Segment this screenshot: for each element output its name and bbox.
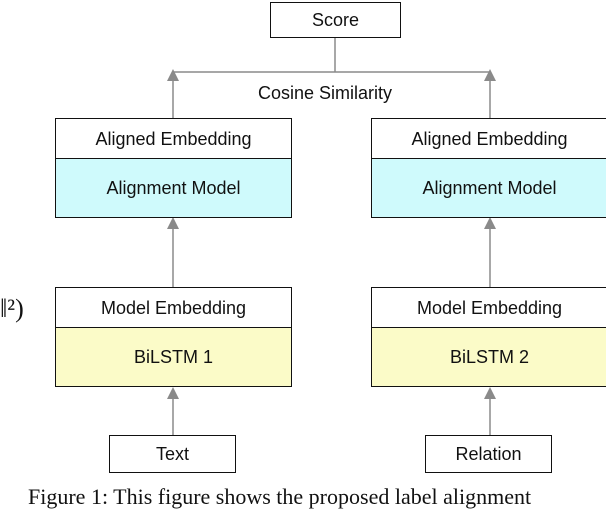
cut-formula-fragment: ‖²) — [0, 294, 24, 323]
right-model-embedding-box: Model Embedding — [371, 287, 606, 329]
left-aligned-embedding-box: Aligned Embedding — [55, 118, 292, 160]
figure-caption: Figure 1: This figure shows the proposed… — [28, 484, 532, 509]
text-input-box: Text — [109, 435, 236, 473]
right-bilstm-box: BiLSTM 2 — [371, 327, 606, 387]
right-alignment-model-box: Alignment Model — [371, 158, 606, 218]
left-model-embedding-box: Model Embedding — [55, 287, 292, 329]
left-alignment-model-box: Alignment Model — [55, 158, 292, 218]
cosine-similarity-label: Cosine Similarity — [258, 83, 393, 103]
relation-input-box: Relation — [425, 435, 552, 473]
score-box: Score — [270, 2, 401, 38]
right-aligned-embedding-box: Aligned Embedding — [371, 118, 606, 160]
left-bilstm-box: BiLSTM 1 — [55, 327, 292, 387]
